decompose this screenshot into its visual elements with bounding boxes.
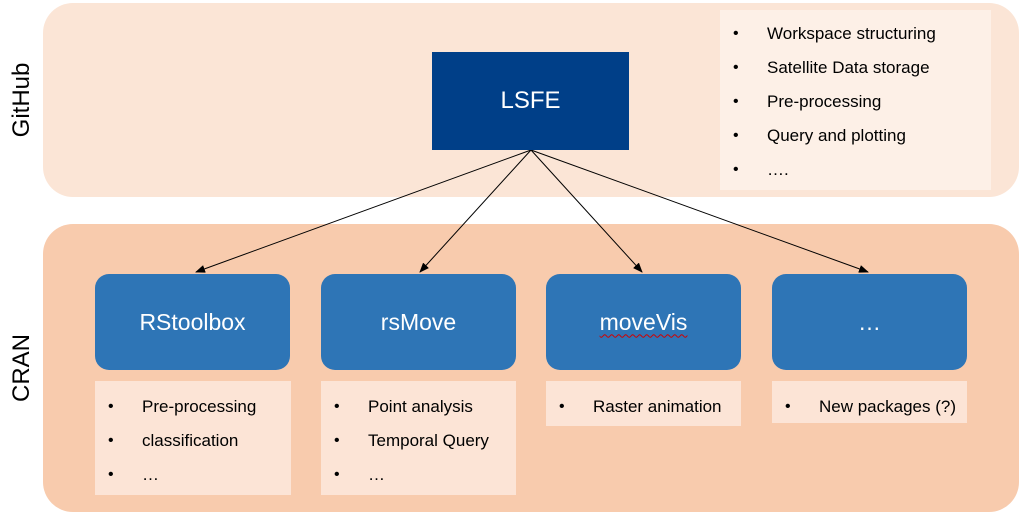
lsfe-feature-list: Workspace structuring Satellite Data sto…: [720, 10, 991, 190]
package-node-more: …: [772, 274, 967, 370]
list-item: classification: [95, 424, 291, 458]
list-item: Workspace structuring: [720, 17, 991, 51]
package-node-label: …: [858, 308, 881, 335]
movevis-feature-list: Raster animation: [546, 381, 741, 426]
list-item: ….: [720, 153, 991, 187]
arrow-to-rsmove: [419, 149, 532, 273]
package-node-label: rsMove: [380, 308, 457, 335]
lsfe-node: LSFE: [432, 52, 629, 150]
arrow-to-rstoolbox: [195, 149, 532, 273]
list-item: Query and plotting: [720, 119, 991, 153]
arrow-to-more: [530, 149, 869, 273]
rsmove-feature-list: Point analysis Temporal Query …: [321, 381, 516, 495]
arrow-to-movevis: [530, 149, 643, 273]
list-item: Pre-processing: [720, 85, 991, 119]
list-item: …: [95, 458, 291, 492]
list-item: Pre-processing: [95, 390, 291, 424]
more-packages-feature-list: New packages (?): [772, 381, 967, 424]
lsfe-node-label: LSFE: [500, 87, 561, 114]
package-node-label: moveVis: [599, 308, 688, 335]
list-item: Point analysis: [321, 390, 516, 424]
package-node-rsmove: rsMove: [321, 274, 516, 370]
package-node-rstoolbox: RStoolbox: [95, 274, 290, 370]
list-item: Satellite Data storage: [720, 51, 991, 85]
list-item: Temporal Query: [321, 424, 516, 458]
package-node-movevis: moveVis: [546, 274, 741, 370]
rstoolbox-feature-list: Pre-processing classification …: [95, 381, 291, 495]
list-item: …: [321, 458, 516, 492]
list-item: Raster animation: [546, 390, 741, 424]
package-node-label: RStoolbox: [139, 308, 246, 335]
list-item: New packages (?): [772, 390, 967, 424]
